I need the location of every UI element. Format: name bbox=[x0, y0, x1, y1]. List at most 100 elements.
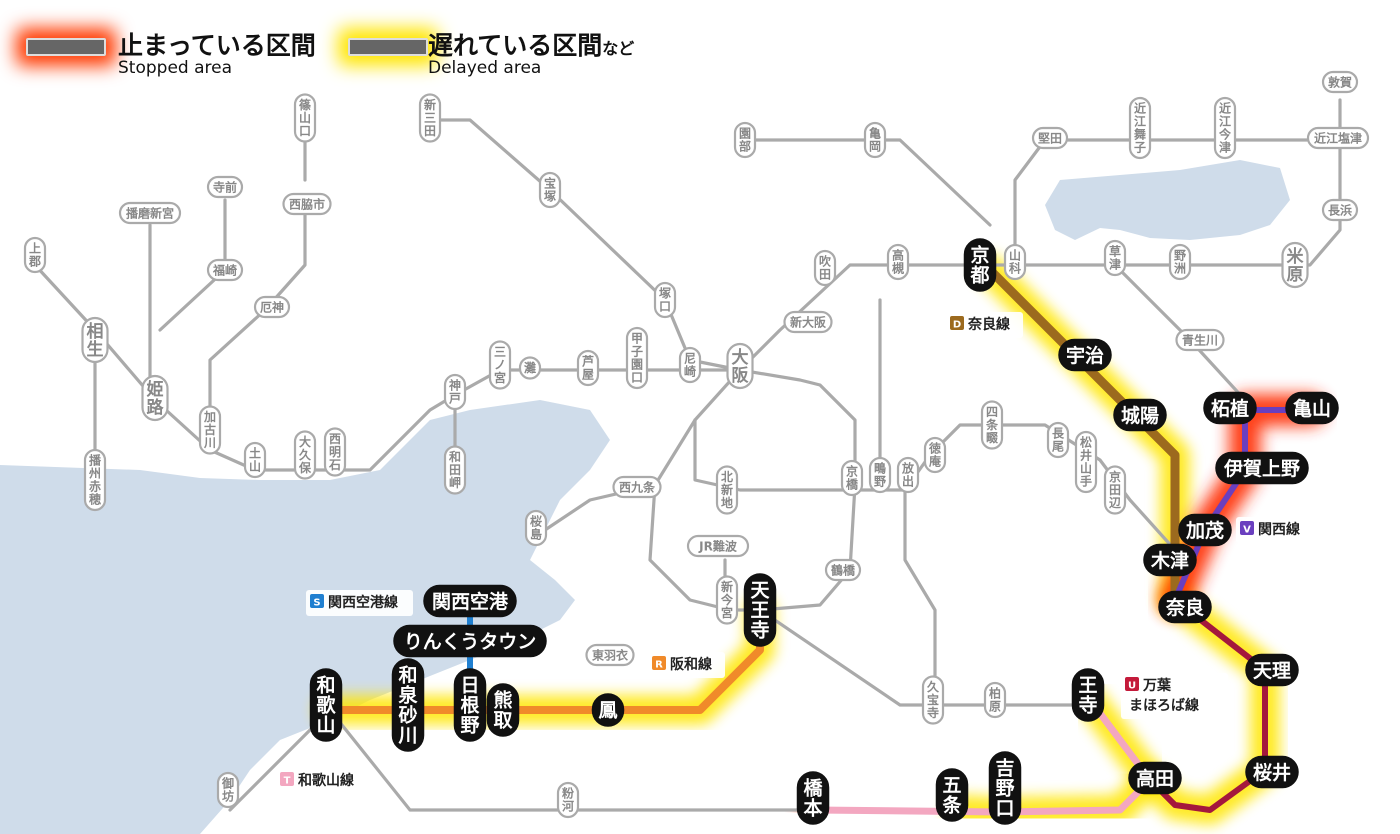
station-box bbox=[141, 374, 169, 422]
station-label: 灘 bbox=[524, 360, 536, 375]
station-box bbox=[83, 448, 107, 512]
station-box bbox=[538, 171, 562, 209]
station-kameoka: 亀岡 bbox=[863, 121, 887, 159]
station-matsuiyamate: 松井山手 bbox=[1074, 430, 1098, 494]
station-label: 城陽 bbox=[1121, 404, 1159, 427]
station-box bbox=[576, 349, 600, 387]
line-badge: R bbox=[655, 660, 663, 671]
label-bg bbox=[1236, 517, 1313, 543]
station-label: 篠山口 bbox=[299, 97, 312, 138]
station-label: 鴫野 bbox=[874, 461, 886, 489]
station-box bbox=[443, 373, 467, 411]
station-box bbox=[678, 346, 702, 384]
delayed-label-suffix: など bbox=[602, 39, 635, 58]
station-label: 御坊 bbox=[221, 776, 234, 804]
station-kizu: 木津 bbox=[1143, 543, 1197, 577]
station-aioi: 相生 bbox=[81, 316, 109, 364]
sea-area bbox=[0, 160, 1290, 834]
line-name-2: まほろば線 bbox=[1129, 697, 1199, 714]
station-label: 亀山 bbox=[1293, 398, 1331, 420]
line-badge-box bbox=[1125, 677, 1139, 691]
station-kyoto: 京都 bbox=[963, 238, 997, 292]
station-wadamisaki: 和田岬 bbox=[443, 445, 467, 495]
station-box bbox=[923, 436, 947, 474]
station-shinosaka: 新大阪 bbox=[783, 310, 833, 334]
station-kamo: 加茂 bbox=[1178, 513, 1232, 547]
station-box bbox=[783, 310, 833, 334]
station-label: 柘植 bbox=[1211, 397, 1249, 420]
station-box bbox=[625, 326, 649, 390]
line-name: 関西空港線 bbox=[328, 594, 398, 611]
station-aoi: 青生川 bbox=[1175, 328, 1225, 352]
station-label: 甲子園口 bbox=[631, 332, 643, 385]
station-maibara: 米原 bbox=[1281, 241, 1309, 289]
station-sannomiya: 三ノ宮 bbox=[488, 340, 512, 390]
station-label: 播磨新宮 bbox=[126, 205, 174, 220]
station-box bbox=[1245, 653, 1299, 687]
station-box bbox=[23, 236, 47, 274]
station-nagao: 長尾 bbox=[1046, 421, 1070, 459]
station-box bbox=[453, 668, 487, 742]
stations: 京都宇治城陽木津奈良天理桜井高田王寺加茂伊賀上野柘植亀山天王寺鳳熊取日根野和泉砂… bbox=[23, 70, 1370, 825]
station-uji: 宇治 bbox=[1058, 338, 1112, 372]
station-box bbox=[1143, 543, 1197, 577]
station-label: 尼崎 bbox=[684, 352, 696, 379]
station-label: 五条 bbox=[942, 775, 962, 817]
station-label: 厄神 bbox=[260, 299, 284, 314]
station-box bbox=[556, 781, 580, 819]
station-label: 日根野 bbox=[460, 675, 479, 737]
station-box bbox=[686, 534, 750, 558]
station-hineno: 日根野 bbox=[453, 668, 487, 742]
station-label: 橋本 bbox=[803, 777, 823, 820]
label-bg bbox=[946, 312, 1023, 338]
station-omishiotsu: 近江塩津 bbox=[1306, 126, 1370, 150]
station-label: 和田岬 bbox=[448, 449, 461, 490]
line-badge-box bbox=[950, 316, 964, 330]
station-banshuako: 播州赤穂 bbox=[83, 448, 107, 512]
station-box bbox=[1103, 465, 1127, 515]
station-box bbox=[840, 459, 864, 497]
station-label: 西九条 bbox=[619, 479, 656, 494]
station-omiimazu: 近江今津 bbox=[1213, 96, 1237, 160]
station-label: 上郡 bbox=[28, 241, 41, 269]
station-box bbox=[524, 509, 548, 547]
station-tenri: 天理 bbox=[1245, 653, 1299, 687]
station-box bbox=[585, 643, 635, 667]
station-takarazuka: 宝塚 bbox=[538, 171, 562, 209]
station-kyobashi: 京橋 bbox=[840, 459, 864, 497]
station-label: 松井山手 bbox=[1080, 435, 1092, 489]
station-label: 加茂 bbox=[1185, 519, 1224, 542]
station-label: 三ノ宮 bbox=[494, 345, 506, 385]
station-box bbox=[863, 121, 887, 159]
station-label: 宇治 bbox=[1066, 344, 1104, 367]
station-nagahama: 長浜 bbox=[1321, 198, 1359, 222]
station-box bbox=[1175, 328, 1225, 352]
station-box bbox=[81, 316, 109, 364]
station-box bbox=[488, 340, 512, 390]
station-box bbox=[216, 771, 240, 809]
station-label: 木津 bbox=[1150, 549, 1189, 572]
station-label: 西明石 bbox=[328, 432, 341, 472]
station-shinsanda: 新三田 bbox=[418, 93, 442, 143]
station-box bbox=[1215, 451, 1309, 485]
station-label: 徳庵 bbox=[928, 441, 942, 469]
station-box bbox=[1128, 761, 1182, 795]
station-kameyama: 亀山 bbox=[1285, 391, 1339, 425]
station-label: 北新地 bbox=[721, 469, 733, 510]
line-badge-box bbox=[652, 656, 666, 670]
station-box bbox=[653, 281, 677, 319]
station-takada: 高田 bbox=[1128, 761, 1182, 795]
station-box bbox=[743, 573, 777, 647]
station-wakayama: 和歌山 bbox=[309, 668, 343, 742]
station-label: 和歌山 bbox=[316, 674, 336, 737]
station-box bbox=[886, 243, 910, 281]
stopped-swatch bbox=[26, 38, 106, 56]
delayed-label-en: Delayed area bbox=[428, 58, 542, 78]
station-label: 王寺 bbox=[1078, 675, 1097, 717]
station-kashiwara: 柏原 bbox=[983, 681, 1007, 719]
station-tsuge: 柘植 bbox=[1203, 391, 1257, 425]
station-label: 東羽衣 bbox=[592, 647, 628, 662]
